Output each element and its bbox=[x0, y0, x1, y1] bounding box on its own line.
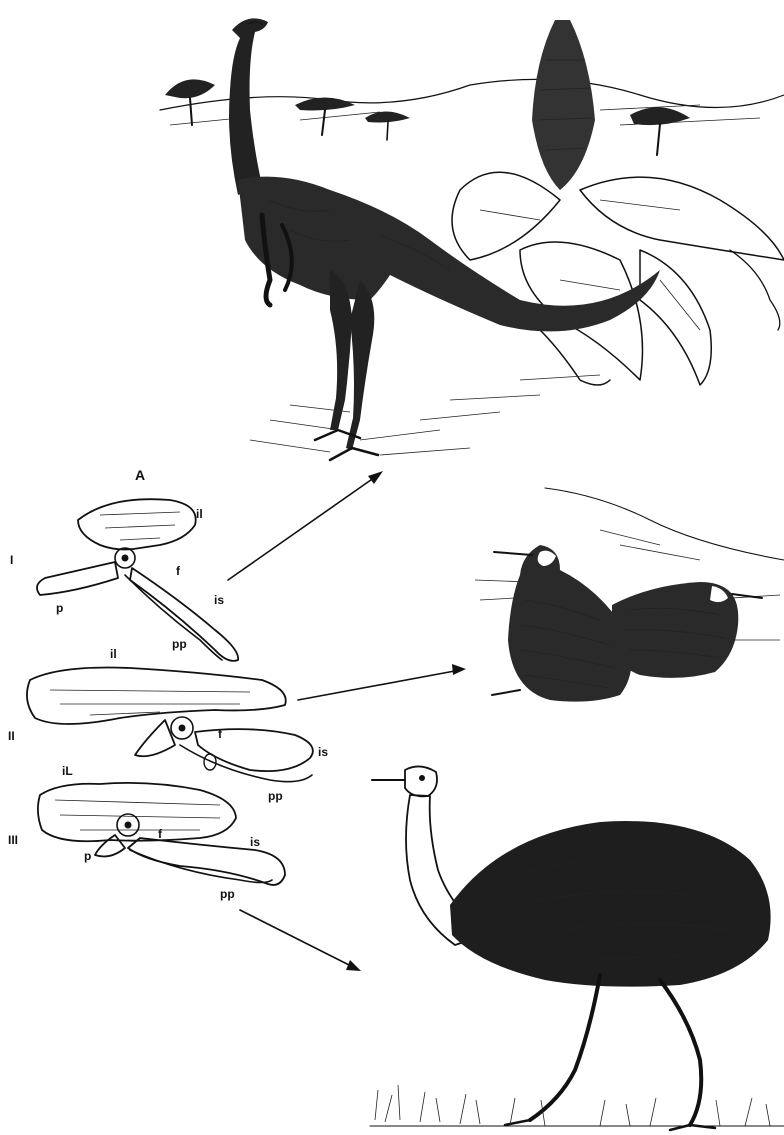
dinosaur-scene bbox=[160, 18, 784, 460]
grass-texture bbox=[370, 1085, 784, 1126]
panel-label: A bbox=[135, 467, 145, 483]
ground-birds-scene bbox=[475, 488, 784, 702]
acacia-tree-icon bbox=[365, 112, 410, 141]
tinamou-bird-right bbox=[612, 582, 762, 678]
pelvis-1-label-pp: pp bbox=[172, 637, 187, 651]
pelvis-3-label-is: is bbox=[250, 835, 260, 849]
pelvis-1-label-is: is bbox=[214, 593, 224, 607]
arrows bbox=[228, 471, 466, 971]
pelvis-1-label-f: f bbox=[176, 564, 181, 578]
pelvis-2-label-il: il bbox=[110, 647, 117, 661]
acacia-tree-icon bbox=[630, 107, 690, 155]
pelvis-2-label-is: is bbox=[318, 745, 328, 759]
pelvis-1-numeral: I bbox=[10, 553, 13, 567]
arrow-to-ostrich bbox=[240, 910, 361, 971]
pelvis-3-label-il: iL bbox=[62, 764, 73, 778]
pelvis-3-numeral: III bbox=[8, 833, 18, 847]
pelvis-2-label-pp: pp bbox=[268, 789, 283, 803]
pelvis-3-label-pp: pp bbox=[220, 887, 235, 901]
tinamou-bird-left bbox=[492, 545, 631, 702]
pelvis-diagram-3: III iL f is p pp bbox=[8, 764, 285, 901]
cycad-plant bbox=[452, 20, 784, 385]
ground-texture bbox=[250, 375, 600, 455]
pelvis-3-label-p: p bbox=[84, 849, 91, 863]
acacia-tree-icon bbox=[295, 98, 355, 136]
arrow-to-ground-birds bbox=[298, 664, 466, 700]
pelvis-1-label-il: il bbox=[196, 507, 203, 521]
arrow-to-dinosaur bbox=[228, 471, 383, 580]
pelvis-1-label-p: p bbox=[56, 601, 63, 615]
pelvis-diagram-2: II il f is pp bbox=[8, 647, 328, 803]
pelvis-3-label-f: f bbox=[158, 827, 163, 841]
pelvis-diagram-1: I A il f is p pp bbox=[10, 467, 238, 661]
ostrich bbox=[370, 766, 784, 1130]
pelvis-2-numeral: II bbox=[8, 729, 15, 743]
